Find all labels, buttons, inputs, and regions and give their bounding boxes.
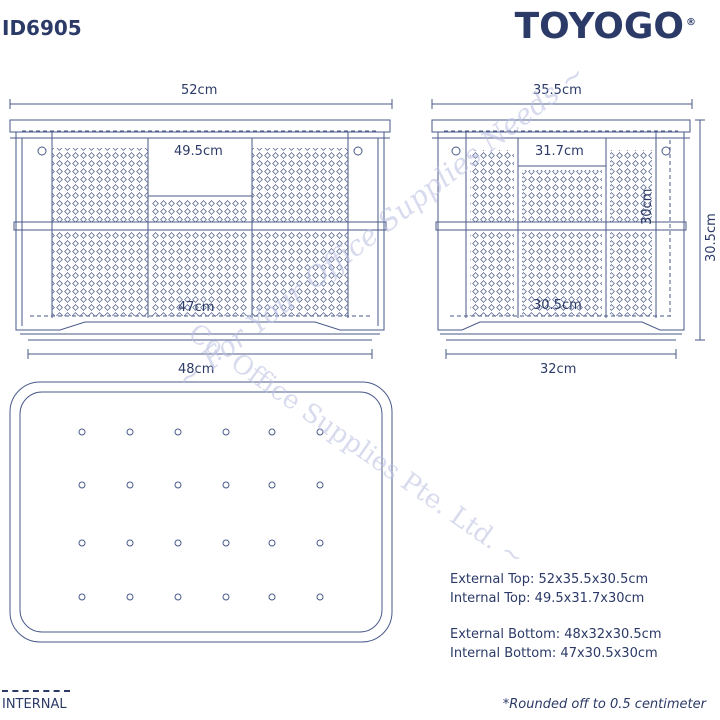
spec-internal-top: Internal Top: 49.5x31.7x30cm <box>450 591 645 606</box>
drainage-holes <box>78 428 324 601</box>
front-bottom-dimension-line <box>27 349 373 359</box>
product-code: ID6905 <box>2 16 82 40</box>
spec-external-top: External Top: 52x35.5x30.5cm <box>450 572 649 587</box>
side-inner-height-label: 30cm <box>640 188 655 225</box>
side-top-width-label: 35.5cm <box>533 83 582 98</box>
brand-name: TOYOGO <box>514 6 684 47</box>
side-inner-top-label: 31.7cm <box>535 144 584 159</box>
side-inner-bottom-label: 30.5cm <box>533 298 582 313</box>
front-inner-bottom-label: 47cm <box>178 300 215 315</box>
side-top-dimension-line <box>431 99 693 109</box>
front-top-width-label: 52cm <box>181 83 218 98</box>
front-inner-top-label: 49.5cm <box>172 144 225 159</box>
front-bottom-width-label: 48cm <box>178 362 215 377</box>
front-view-crate <box>9 119 391 341</box>
side-bottom-dimension-line <box>445 349 677 359</box>
side-bottom-width-label: 32cm <box>540 362 577 377</box>
side-view-crate <box>431 119 691 341</box>
bottom-view-crate <box>9 381 393 643</box>
footnote: *Rounded off to 0.5 centimeter <box>502 697 706 712</box>
legend-label: INTERNAL <box>2 697 67 712</box>
spec-external-bottom: External Bottom: 48x32x30.5cm <box>450 627 662 642</box>
front-top-dimension-line <box>9 99 393 109</box>
brand-logo: TOYOGO® <box>515 6 696 47</box>
registered-mark: ® <box>686 17 696 28</box>
legend-dashed-line <box>2 690 70 692</box>
side-external-height-label: 30.5cm <box>704 213 719 262</box>
side-height-dimension-line <box>695 119 705 341</box>
spec-internal-bottom: Internal Bottom: 47x30.5x30cm <box>450 646 658 661</box>
